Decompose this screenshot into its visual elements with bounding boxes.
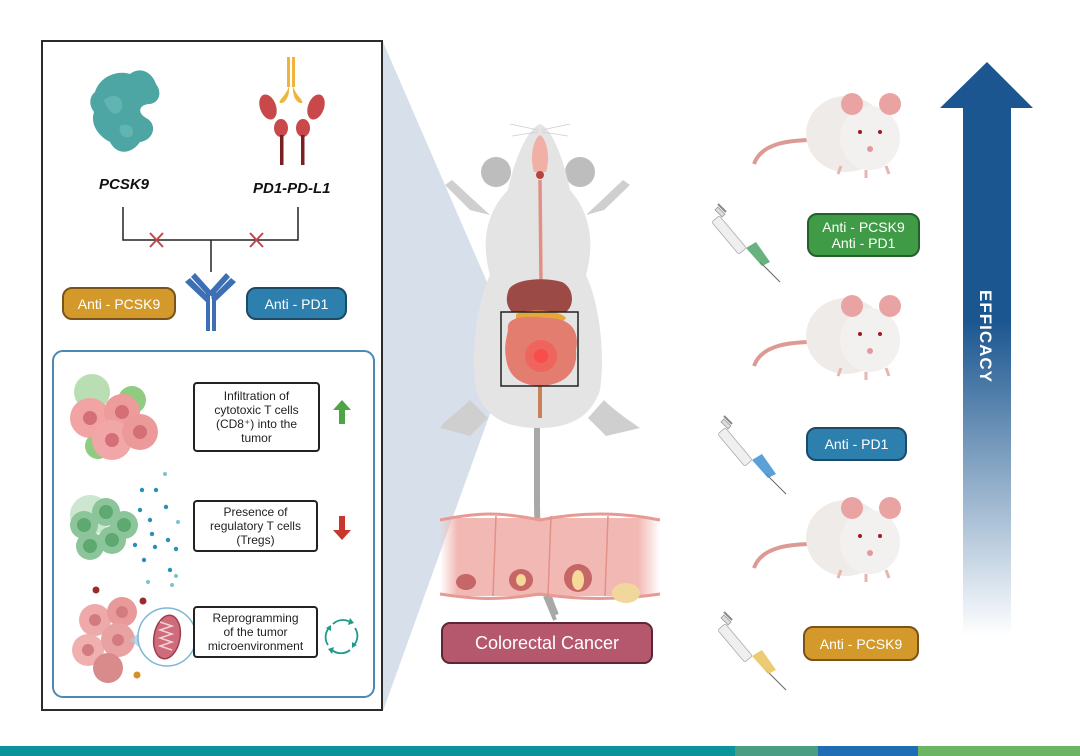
treatment-pill-anti-pd1: Anti - PD1 (246, 287, 347, 320)
arrow-up-icon (333, 400, 351, 424)
antibody-icon (185, 273, 236, 331)
cycle-arrows-icon (324, 618, 359, 655)
treatment-pill-group-2: Anti - PD1 (806, 427, 907, 461)
syringe-fill-group-2 (752, 454, 776, 478)
blocked-x-icons (149, 232, 264, 248)
footer-bar-segment-4 (918, 746, 1080, 756)
pd1-pdl1-receptor-icon (259, 57, 325, 165)
efficacy-label: EFFICACY (976, 290, 995, 383)
mouse-icon-group-1 (752, 91, 903, 180)
mouse-icon-group-2 (752, 293, 903, 382)
syringe-icon-group-1 (710, 203, 781, 283)
mouse-icon-group-3 (752, 495, 903, 584)
efficacy-arrow (940, 62, 1033, 636)
syringe-fill-group-1 (746, 242, 770, 266)
regulatory-t-cells-icon (70, 472, 180, 587)
pcsk9-protein-icon (90, 70, 160, 152)
syringe-fill-group-3 (752, 650, 776, 674)
tumor-microenvironment-icon (72, 586, 197, 683)
syringe-icon-group-3 (716, 611, 787, 691)
treatment-pill-group-1: Anti - PCSK9 Anti - PD1 (807, 213, 920, 257)
treatment-line-anti-pd1: Anti - PD1 (831, 235, 896, 251)
treatment-pill-anti-pcsk9: Anti - PCSK9 (62, 287, 176, 320)
syringe-icon-group-2 (716, 415, 787, 495)
target-label-pcsk9: PCSK9 (99, 176, 150, 193)
arrow-down-icon (333, 516, 351, 540)
target-label-pd1-pdl1: PD1-PD-L1 (253, 180, 331, 197)
treatment-pill-group-3: Anti - PCSK9 (803, 626, 919, 661)
footer-bar-segment-3 (818, 746, 918, 756)
footer-bar-segment-2 (735, 746, 818, 756)
tumor-with-t-cells-icon (70, 374, 158, 460)
focus-box (500, 311, 579, 387)
footer-bar-segment-1 (0, 746, 735, 756)
disease-label-colorectal-cancer: Colorectal Cancer (441, 622, 653, 664)
treatment-line-anti-pcsk9: Anti - PCSK9 (822, 219, 905, 235)
connector-lines (122, 207, 299, 272)
